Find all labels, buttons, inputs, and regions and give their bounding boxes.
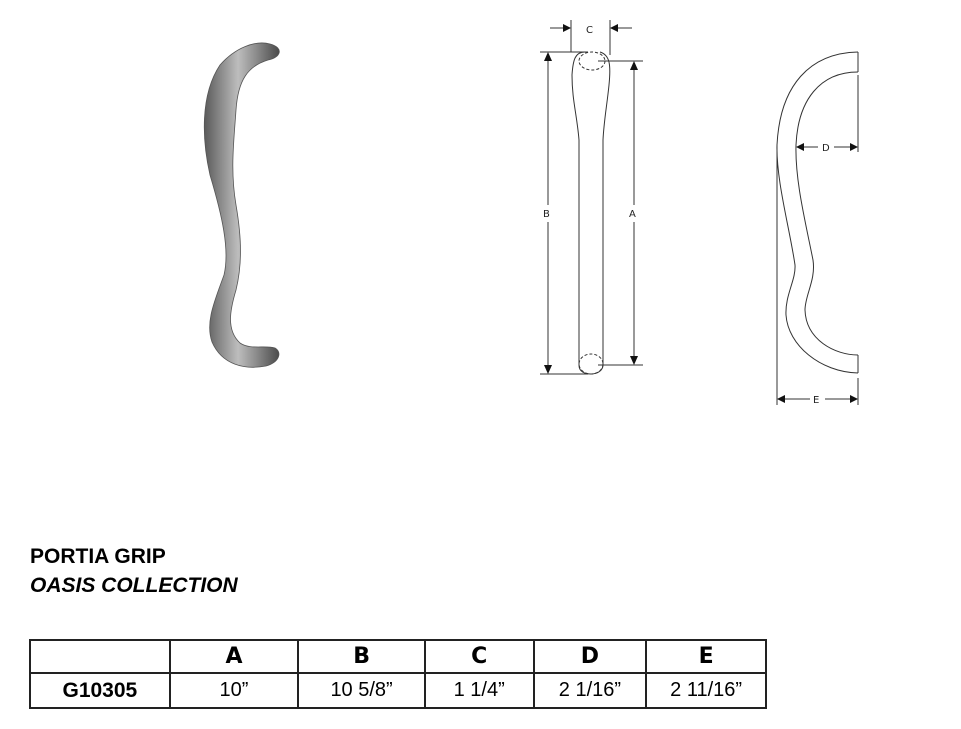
value-d: 2 1/16” (532, 672, 648, 709)
dim-label-b: B (543, 209, 550, 220)
value-c: 1 1/4” (423, 672, 535, 709)
header-cell-d: D (532, 639, 648, 674)
table-row: G10305 10” 10 5/8” 1 1/4” 2 1/16” 2 11/1… (29, 672, 767, 709)
side-view-drawing (776, 51, 859, 405)
collection-name: OASIS COLLECTION (30, 574, 238, 597)
header-cell-c: C (423, 639, 535, 674)
value-b: 10 5/8” (297, 672, 426, 709)
dimensions-table: A B C D E G10305 10” 10 5/8” 1 1/4” 2 1/… (29, 639, 767, 709)
dim-label-e: E (813, 395, 819, 406)
front-view-drawing (540, 20, 643, 375)
table-header-row: A B C D E (29, 639, 767, 674)
dimension-arrows (544, 24, 858, 403)
header-cell-b: B (297, 639, 426, 674)
dim-label-d: D (822, 143, 830, 154)
product-name: PORTIA GRIP (30, 545, 166, 568)
header-cell-e: E (645, 639, 767, 674)
header-cell (29, 639, 171, 674)
dim-label-a: A (629, 209, 636, 220)
header-cell-a: A (168, 639, 300, 674)
grip-3d-render (203, 42, 280, 368)
dim-label-c: C (586, 25, 593, 36)
value-e: 2 11/16” (645, 672, 767, 709)
model-number: G10305 (29, 672, 171, 709)
value-a: 10” (168, 672, 300, 709)
